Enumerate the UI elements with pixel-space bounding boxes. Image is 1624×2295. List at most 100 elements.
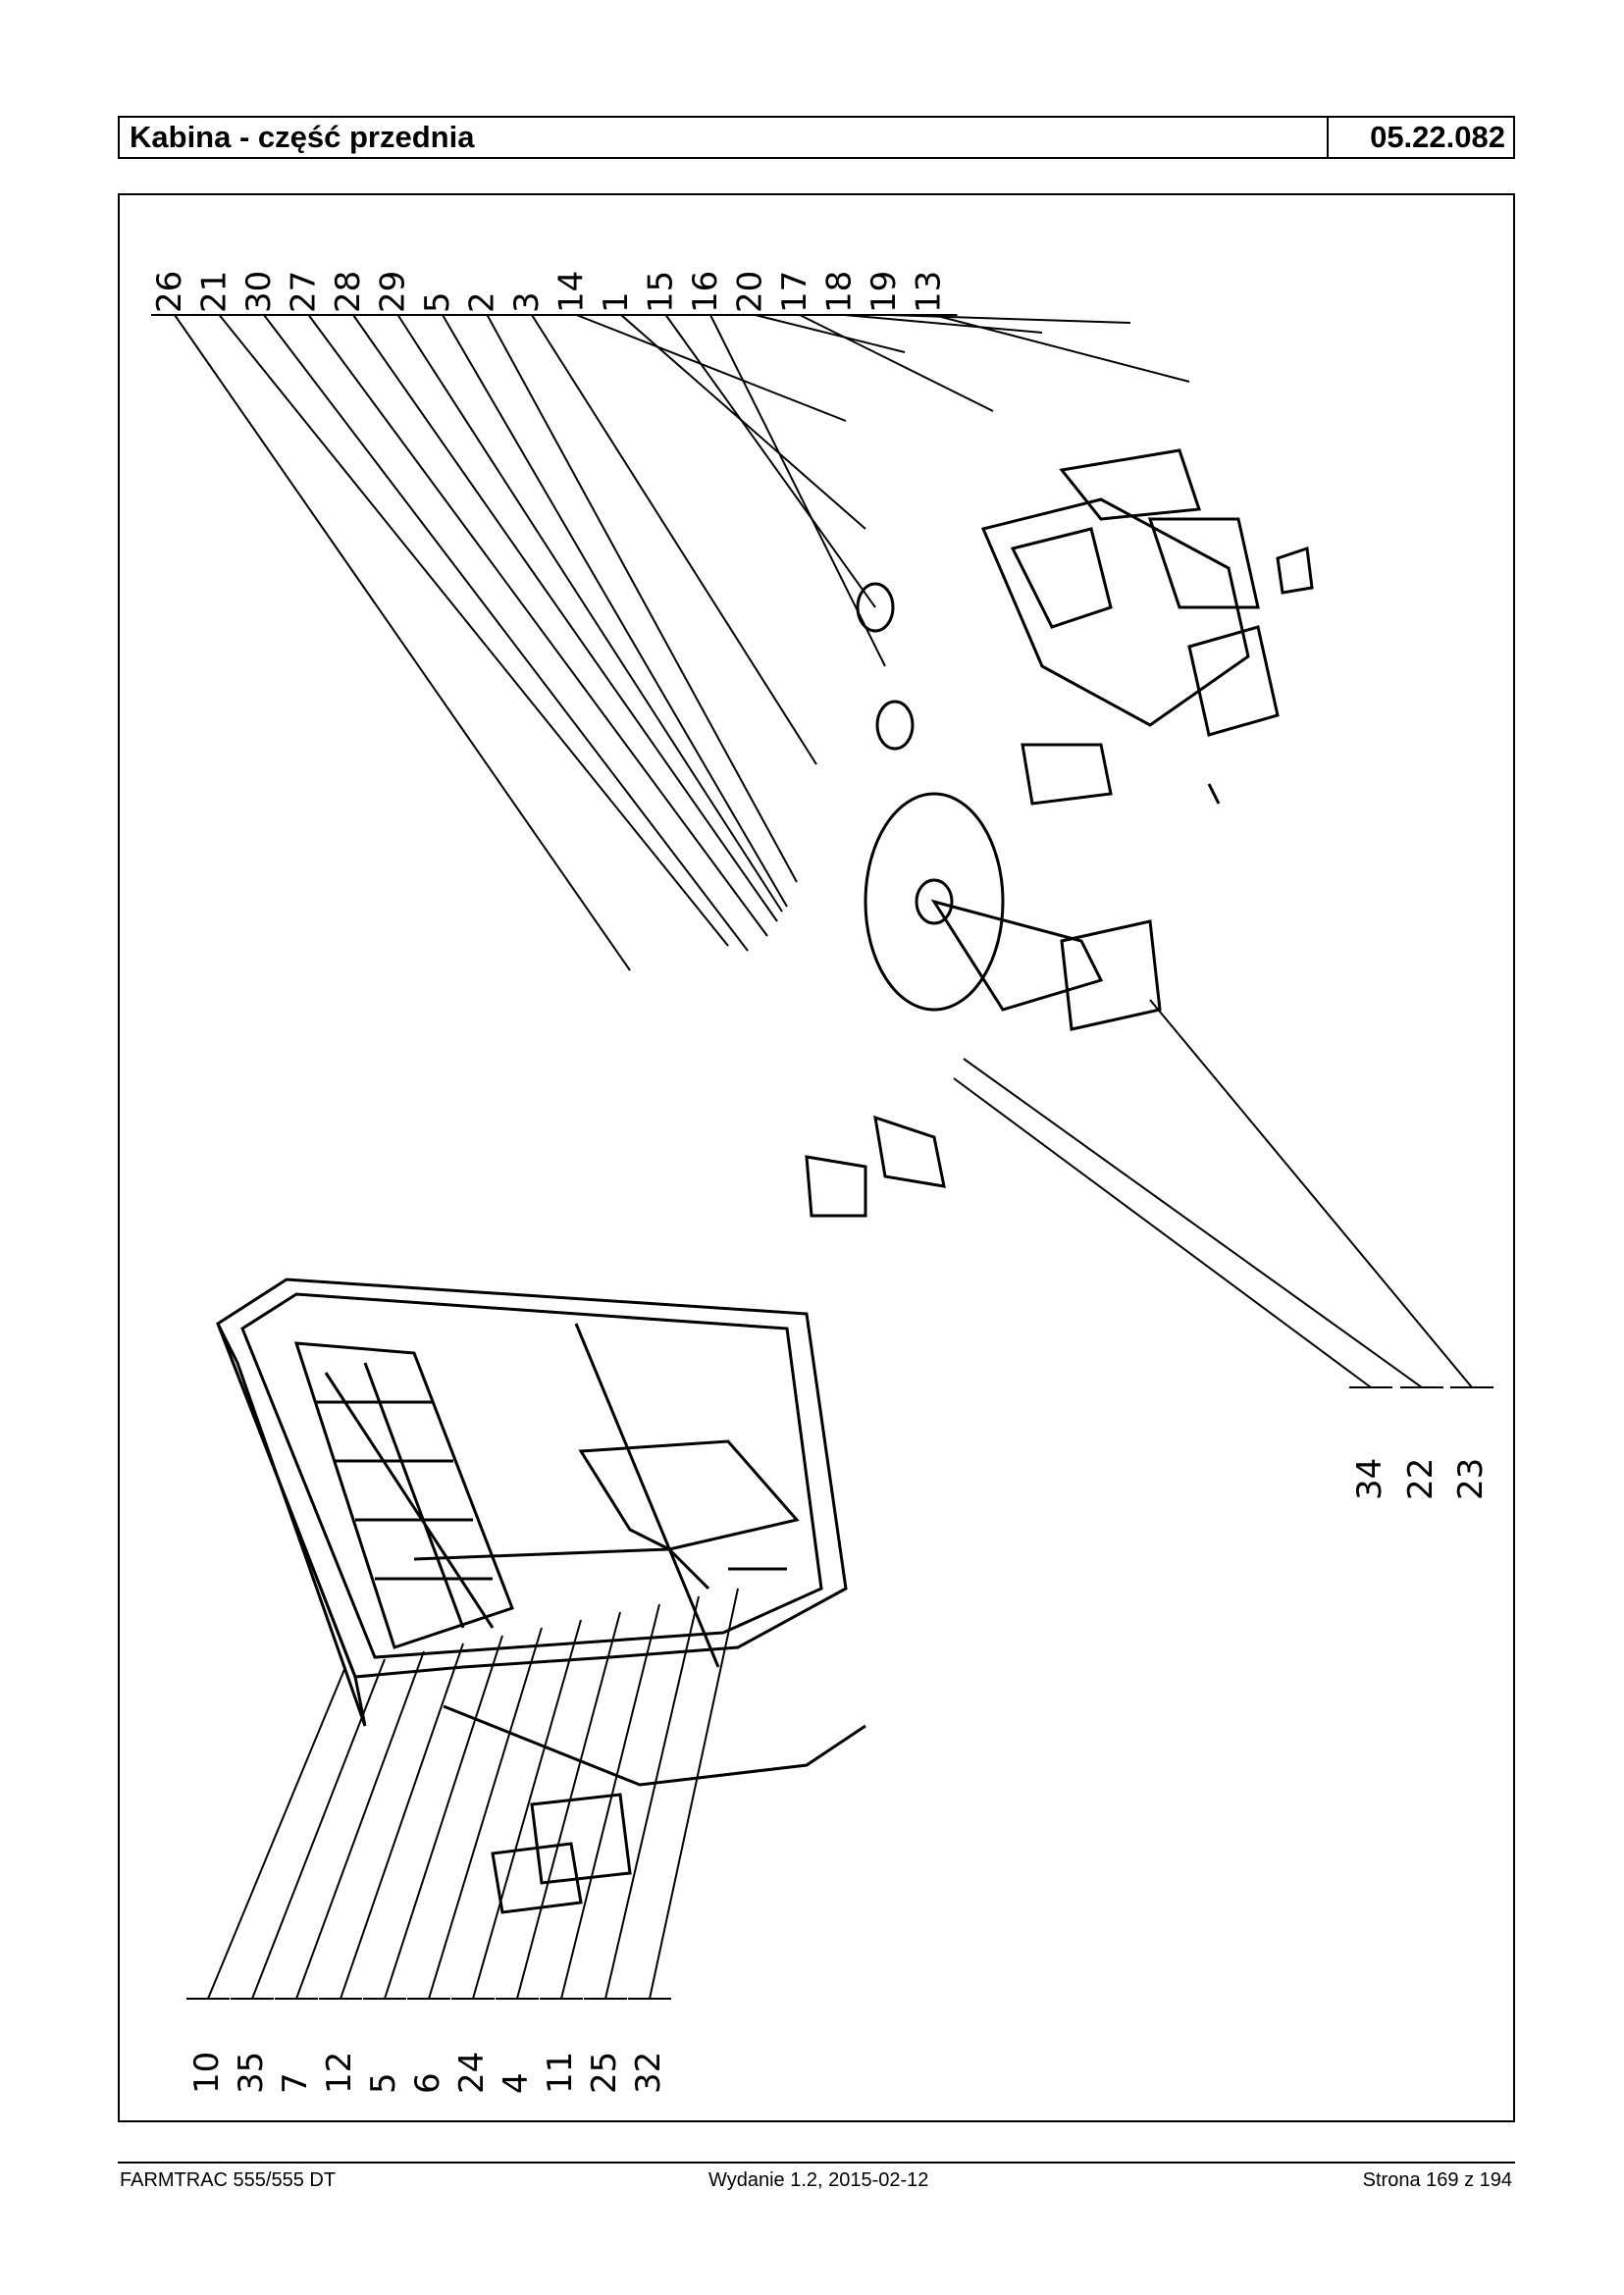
leader-bottom-0 xyxy=(207,1666,346,2000)
label-top-27: 27 xyxy=(285,271,324,313)
label-bottom-4: 4 xyxy=(497,2072,536,2094)
label-top-18: 18 xyxy=(820,271,860,313)
label-top-15: 15 xyxy=(642,271,681,313)
leader-top-8 xyxy=(531,314,817,765)
label-bottom-32: 32 xyxy=(629,2052,668,2094)
leader-lines xyxy=(151,314,1493,2000)
steering-column xyxy=(930,899,1104,1012)
cab-crossbar xyxy=(413,1323,787,1668)
leader-bottom-4 xyxy=(384,1635,503,2000)
steering-wheel-hub xyxy=(915,878,954,925)
label-right-22: 22 xyxy=(1401,1458,1441,1500)
footer-model: FARMTRAC 555/555 DT xyxy=(120,2169,337,2191)
leader-bottom-7 xyxy=(516,1611,621,2000)
knob-1 xyxy=(856,582,895,633)
leader-bottom-6 xyxy=(472,1619,582,2000)
page-title: Kabina - część przednia xyxy=(120,118,1329,157)
leader-bottom-2 xyxy=(295,1650,425,2000)
label-bottom-11: 11 xyxy=(541,2052,580,2094)
leader-bottom-8 xyxy=(560,1603,660,2000)
leader-top-17 xyxy=(933,314,1190,383)
label-bottom-35: 35 xyxy=(232,2052,271,2094)
label-bottom-6: 6 xyxy=(408,2072,447,2094)
leader-top-12 xyxy=(709,314,886,667)
footer-edition: Wydanie 1.2, 2015-02-12 xyxy=(708,2169,929,2191)
box-24 xyxy=(530,1793,632,1885)
label-top-29: 29 xyxy=(374,271,413,313)
label-bottom-7: 7 xyxy=(276,2072,315,2094)
steering-plate xyxy=(1060,919,1162,1031)
leader-top-1 xyxy=(218,314,729,947)
label-top-13: 13 xyxy=(910,271,949,313)
cab-frame-inner xyxy=(240,1292,823,1659)
leader-right-1 xyxy=(963,1058,1423,1388)
knob-2 xyxy=(875,700,915,751)
footer-page: Strona 169 z 194 xyxy=(1362,2169,1512,2191)
cab-roof-edge xyxy=(216,1323,367,1727)
dashboard-housing xyxy=(980,497,1250,727)
label-top-20: 20 xyxy=(731,271,770,313)
label-top-5: 5 xyxy=(418,291,457,313)
label-bottom-10: 10 xyxy=(187,2052,227,2094)
leader-bottom-1 xyxy=(251,1658,386,2000)
cover-panel-2 xyxy=(1147,517,1260,609)
section-code: 05.22.082 xyxy=(1370,120,1505,154)
label-bottom-25: 25 xyxy=(585,2052,624,2094)
bracket-upper xyxy=(1021,743,1113,806)
leader-top-2 xyxy=(263,314,749,952)
label-top-1: 1 xyxy=(597,291,636,313)
leader-top-14 xyxy=(799,314,994,412)
label-top-2: 2 xyxy=(463,291,502,313)
cab-floor-panel xyxy=(578,1439,800,1551)
leader-bottom-5 xyxy=(428,1627,543,2000)
leader-top-4 xyxy=(352,314,778,922)
leader-top-13 xyxy=(755,314,906,353)
pedal-bracket xyxy=(805,1155,867,1218)
leader-top-15 xyxy=(844,314,1043,334)
label-bottom-5: 5 xyxy=(364,2072,403,2094)
cab-frame xyxy=(216,1278,848,1679)
leader-top-11 xyxy=(664,314,876,608)
label-right-23: 23 xyxy=(1451,1458,1491,1500)
cover-panel-1 xyxy=(1059,448,1202,521)
side-panel xyxy=(1187,625,1280,737)
leader-top-0 xyxy=(174,314,631,971)
bolt-right xyxy=(1207,783,1221,805)
mount-bracket xyxy=(873,1115,946,1188)
cab-lower-frame xyxy=(443,1704,866,1787)
leader-right-2 xyxy=(1149,999,1473,1388)
clip-13 xyxy=(1276,546,1314,595)
label-top-26: 26 xyxy=(150,271,189,313)
leader-top-16 xyxy=(888,314,1131,324)
leader-top-3 xyxy=(307,314,768,937)
page-header: Kabina - część przednia 05.22.082 xyxy=(118,116,1515,159)
leader-right-0 xyxy=(953,1077,1372,1388)
cab-window-grid xyxy=(293,1341,514,1649)
footer-divider xyxy=(118,2162,1515,2164)
leader-top-5 xyxy=(396,314,783,913)
parts-drawing xyxy=(216,448,1314,1914)
leader-top-9 xyxy=(576,314,847,422)
label-top-19: 19 xyxy=(864,271,904,313)
leader-bottom-10 xyxy=(649,1588,739,2000)
label-top-3: 3 xyxy=(507,291,547,313)
dashboard-inner xyxy=(1010,527,1113,629)
leader-bottom-3 xyxy=(340,1643,464,2000)
label-top-30: 30 xyxy=(239,271,279,313)
box-4 xyxy=(491,1842,583,1914)
label-right-34: 34 xyxy=(1350,1458,1389,1500)
label-top-14: 14 xyxy=(552,271,592,313)
label-bottom-24: 24 xyxy=(452,2052,492,2094)
steering-wheel xyxy=(864,792,1005,1012)
leader-top-7 xyxy=(486,314,798,883)
label-top-28: 28 xyxy=(329,271,368,313)
leader-bottom-9 xyxy=(604,1595,700,2000)
label-top-17: 17 xyxy=(775,271,814,313)
label-top-21: 21 xyxy=(195,271,235,313)
label-top-16: 16 xyxy=(686,271,725,313)
label-bottom-12: 12 xyxy=(320,2052,359,2094)
leader-top-6 xyxy=(442,314,788,908)
